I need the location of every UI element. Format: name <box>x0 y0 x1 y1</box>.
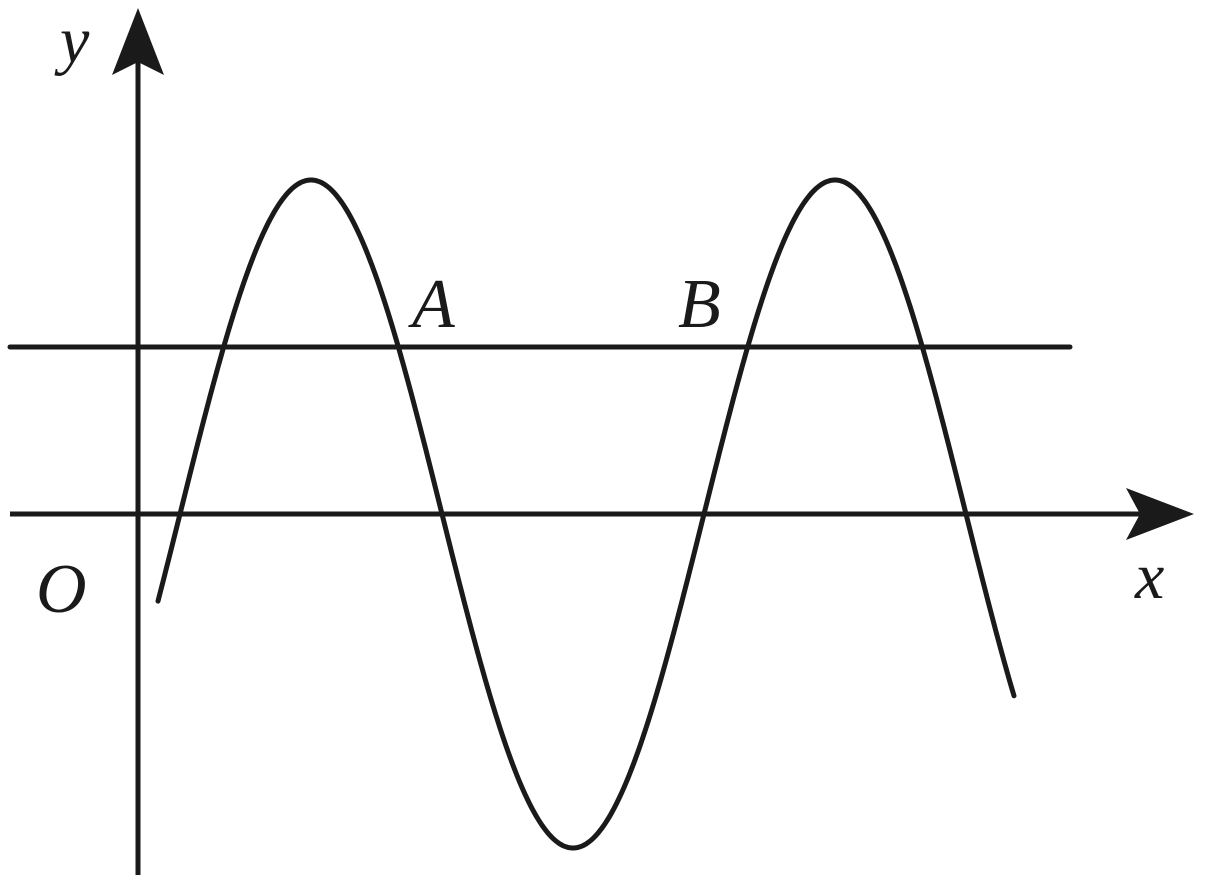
point-a-label: A <box>408 266 455 343</box>
x-axis-label: x <box>1134 540 1164 613</box>
y-axis-arrow-icon <box>112 8 164 75</box>
x-axis-arrow-icon <box>1126 488 1194 540</box>
point-b-label: B <box>678 266 721 343</box>
sine-curve <box>155 177 1017 851</box>
y-axis-label: y <box>54 4 90 77</box>
origin-label: O <box>36 551 87 628</box>
